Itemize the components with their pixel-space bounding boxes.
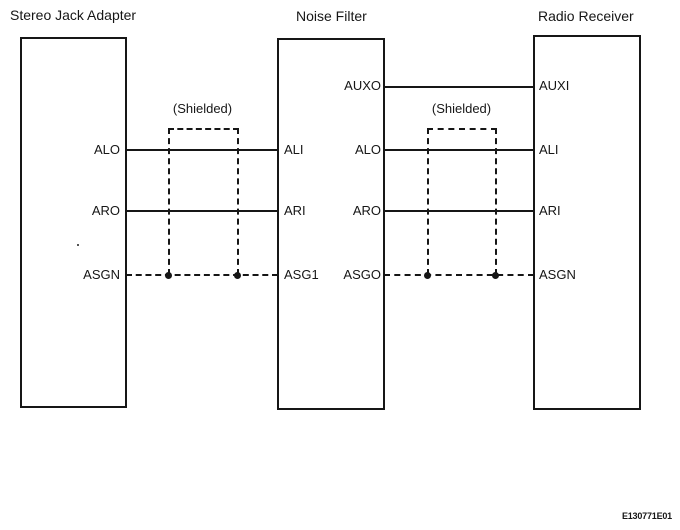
pin-rr-ari: ARI	[539, 203, 561, 218]
pin-rr-asgn: ASGN	[539, 267, 576, 282]
ground-dot	[165, 272, 172, 279]
wire-alo-ali-right	[384, 149, 534, 151]
wire-alo-ali-left	[126, 149, 278, 151]
shield-left-wire-2	[237, 128, 239, 275]
pin-nf-ari: ARI	[284, 203, 306, 218]
figure-code: E130771E01	[621, 511, 672, 521]
pin-sja-alo: ALO	[93, 142, 120, 157]
shield-right-wire-1	[427, 128, 429, 275]
ground-dot	[492, 272, 499, 279]
pin-nf-aro: ARO	[352, 203, 381, 218]
wire-asgn-asg1-dashed	[126, 274, 278, 276]
ground-dot	[234, 272, 241, 279]
wire-auxo-auxi	[384, 86, 534, 88]
block-stereo-jack-adapter	[20, 37, 127, 408]
wire-aro-ari-right	[384, 210, 534, 212]
title-noise-filter: Noise Filter	[296, 8, 367, 24]
shield-left-label: (Shielded)	[172, 101, 233, 116]
pin-rr-ali: ALI	[539, 142, 559, 157]
block-noise-filter	[277, 38, 385, 410]
pin-sja-aro: ARO	[91, 203, 120, 218]
shield-left-top	[168, 128, 239, 130]
pin-sja-asgn: ASGN	[83, 267, 120, 282]
pin-rr-auxi: AUXI	[539, 78, 570, 93]
title-radio-receiver: Radio Receiver	[538, 8, 634, 24]
ground-dot	[424, 272, 431, 279]
pin-nf-auxo: AUXO	[344, 78, 381, 93]
pin-nf-alo: ALO	[354, 142, 381, 157]
shield-right-top	[427, 128, 497, 130]
wire-asgo-asgn-dashed	[384, 274, 534, 276]
pin-nf-asg1: ASG1	[284, 267, 319, 282]
wire-aro-ari-left	[126, 210, 278, 212]
title-stereo-jack-adapter: Stereo Jack Adapter	[10, 7, 137, 23]
shield-left-wire-1	[168, 128, 170, 275]
shield-right-label: (Shielded)	[431, 101, 492, 116]
shield-right-wire-2	[495, 128, 497, 275]
pin-nf-asgo: ASGO	[343, 267, 381, 282]
block-radio-receiver	[533, 35, 641, 410]
pin-nf-ali: ALI	[284, 142, 304, 157]
scan-speck	[77, 244, 79, 246]
